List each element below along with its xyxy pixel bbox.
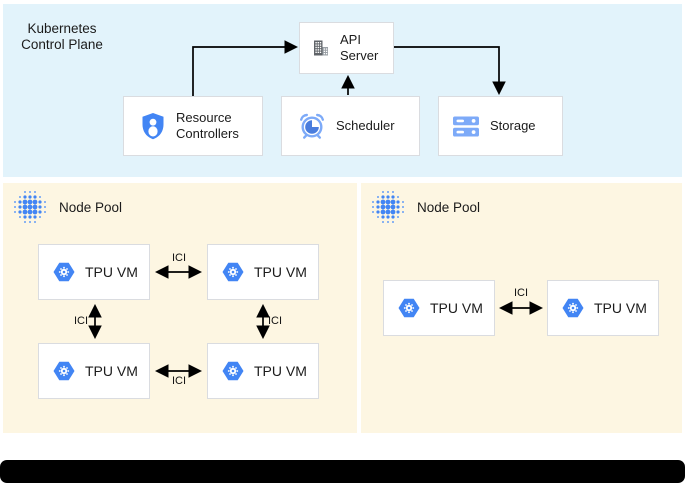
tpu-vm-node: TPU VM xyxy=(38,343,150,399)
tpu-vm-label: TPU VM xyxy=(254,264,307,280)
node-pool-header-left: Node Pool xyxy=(13,190,122,224)
tpu-vm-node: TPU VM xyxy=(547,280,659,336)
node-pool-dots-icon xyxy=(372,191,404,223)
node-pool-label-left: Node Pool xyxy=(59,199,123,215)
tpu-vm-node: TPU VM xyxy=(38,244,150,300)
ici-label-left-vertical-right: ICI xyxy=(268,315,283,327)
node-pool-header-right: Node Pool xyxy=(371,190,480,224)
bottom-window-bar xyxy=(0,460,685,483)
tpu-vm-node: TPU VM xyxy=(207,244,319,300)
alarm-clock-icon xyxy=(300,113,324,139)
ici-label-left-top: ICI xyxy=(171,252,187,264)
resource-controllers-node: Resource Controllers xyxy=(123,96,263,156)
ici-label-left-bottom: ICI xyxy=(171,375,187,387)
node-pool-label-right: Node Pool xyxy=(417,199,481,215)
tpu-vm-label: TPU VM xyxy=(254,363,307,379)
tpu-hexagon-icon xyxy=(53,361,75,381)
api-server-building-icon xyxy=(314,40,328,56)
scheduler-label: Scheduler xyxy=(336,118,395,133)
tpu-vm-node: TPU VM xyxy=(383,280,495,336)
shield-person-icon xyxy=(142,113,164,140)
tpu-vm-label: TPU VM xyxy=(85,363,138,379)
tpu-vm-label: TPU VM xyxy=(594,300,647,316)
tpu-hexagon-icon xyxy=(222,262,244,282)
resource-controllers-label: Resource Controllers xyxy=(176,110,239,141)
tpu-hexagon-icon xyxy=(562,298,584,318)
tpu-vm-node: TPU VM xyxy=(207,343,319,399)
node-pool-dots-icon xyxy=(14,191,46,223)
tpu-hexagon-icon xyxy=(53,262,75,282)
storage-racks-icon xyxy=(453,116,479,136)
api-server-label: API Server xyxy=(340,32,379,63)
tpu-hexagon-icon xyxy=(222,361,244,381)
tpu-vm-label: TPU VM xyxy=(85,264,138,280)
tpu-hexagon-icon xyxy=(398,298,420,318)
scheduler-node: Scheduler xyxy=(281,96,420,156)
storage-label: Storage xyxy=(490,118,536,133)
storage-node: Storage xyxy=(438,96,563,156)
tpu-vm-label: TPU VM xyxy=(430,300,483,316)
api-server-node: API Server xyxy=(299,22,394,74)
control-plane-title: Kubernetes Control Plane xyxy=(21,21,103,52)
ici-label-right-pool: ICI xyxy=(513,287,529,299)
ici-label-left-vertical-left: ICI xyxy=(73,315,88,327)
